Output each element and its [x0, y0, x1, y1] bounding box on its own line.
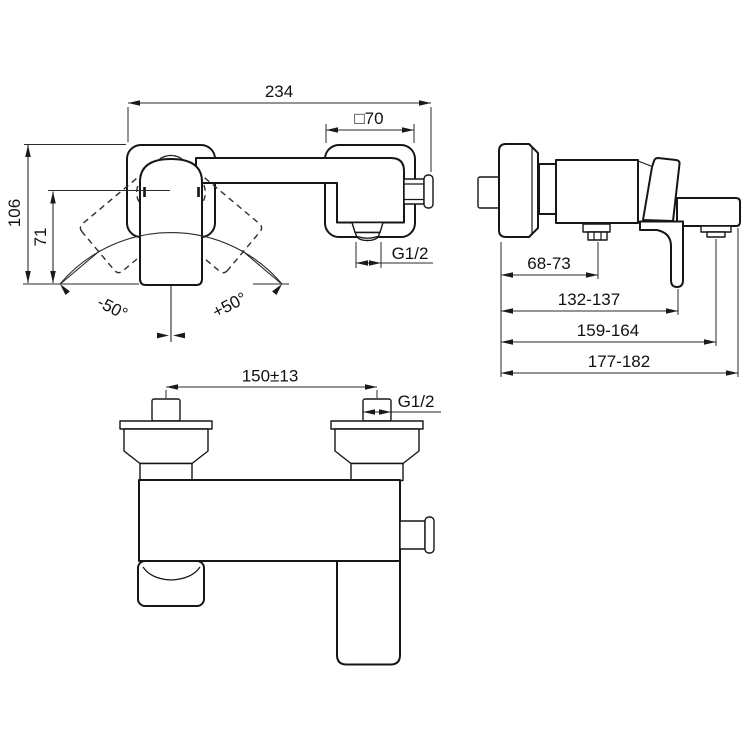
right-inlet-flange	[330, 420, 424, 430]
dim-outlet-thread-label: G1/2	[392, 244, 429, 263]
outlet-connector	[403, 178, 425, 205]
side-neck	[538, 163, 557, 215]
top-outlet-flange	[424, 516, 435, 554]
dim-inlet-spacing-label: 150±13	[242, 367, 299, 386]
left-inlet-neck	[139, 462, 193, 482]
dim-inlet-thread-label: G1/2	[398, 392, 435, 411]
right-inlet-thread	[362, 398, 392, 422]
left-inlet-escutcheon	[123, 428, 209, 465]
dim-overall-width-label: 234	[265, 82, 293, 101]
left-inlet-flange	[119, 420, 213, 430]
dim-angle-right-label: +50°	[209, 289, 249, 322]
side-view: 68-73 132-137 159-164 177-182	[477, 143, 741, 377]
side-handle-blade	[642, 157, 681, 222]
side-nut-flange	[582, 223, 611, 233]
outlet-nut	[351, 221, 384, 234]
outlet-flange	[423, 174, 434, 209]
top-spout	[336, 560, 401, 666]
left-inlet-thread	[151, 398, 181, 422]
side-escutcheon	[498, 143, 539, 238]
top-view: 150±13 G1/2	[119, 367, 441, 666]
dim-wall-to-aerator-label: 159-164	[577, 321, 639, 340]
dim-height-handle-label: 71	[31, 228, 50, 247]
dim-wall-to-lever-label: 132-137	[558, 290, 620, 309]
dim-escutcheon-size-label: □70	[354, 109, 383, 128]
top-outlet-connector	[399, 520, 426, 550]
right-inlet-escutcheon	[334, 428, 420, 465]
front-view: 234 □70 106 71 -50° +50° G1/2	[5, 82, 434, 342]
mixer-handle	[139, 158, 203, 286]
aerator	[354, 231, 381, 242]
side-aerator	[706, 231, 726, 238]
dim-height-overall-label: 106	[5, 199, 24, 227]
dim-wall-to-spout-end-label: 177-182	[588, 352, 650, 371]
side-body	[555, 159, 639, 224]
connecting-pipe	[195, 157, 405, 224]
dim-angle-left-label: -50°	[94, 293, 131, 324]
wall-connection	[477, 176, 500, 209]
side-lever-arm	[639, 220, 684, 288]
side-nut	[587, 231, 608, 241]
dim-wall-to-outlet-label: 68-73	[527, 254, 570, 273]
side-aerator-flange	[700, 225, 732, 233]
right-inlet-neck	[350, 462, 404, 482]
side-spout	[676, 197, 741, 227]
top-body	[138, 479, 401, 562]
top-handle	[137, 560, 205, 607]
